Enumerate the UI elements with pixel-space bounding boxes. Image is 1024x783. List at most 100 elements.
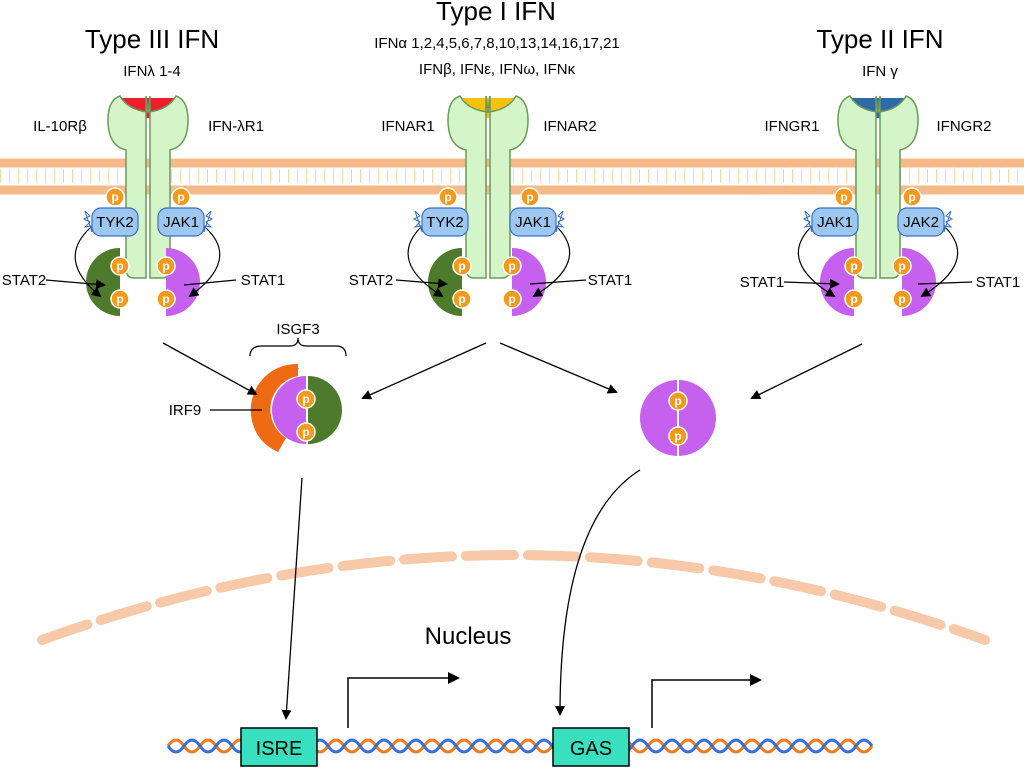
receptor-label-right: IFN-λR1 xyxy=(208,118,264,135)
phospho-label: p xyxy=(302,425,309,439)
receptor-complex-type1: IFNAR1 IFNAR2 TYK2 JAK1 p p p p p p STAT… xyxy=(349,95,632,316)
svg-text:p: p xyxy=(898,292,905,306)
kinase-right xyxy=(897,207,945,237)
svg-text:p: p xyxy=(458,292,465,306)
svg-text:p: p xyxy=(177,190,184,204)
phospho-label: p xyxy=(674,394,681,408)
receptor-label-right: IFNAR2 xyxy=(543,118,596,135)
phospho-label: p xyxy=(302,392,309,406)
svg-text:p: p xyxy=(444,190,451,204)
phosphorylation-arc-right xyxy=(532,227,571,298)
phosphorylation-arc-right xyxy=(188,227,221,298)
kinase-label-left: TYK2 xyxy=(96,214,134,231)
isgf3-label: ISGF3 xyxy=(276,321,319,338)
svg-text:p: p xyxy=(840,190,847,204)
stat1-homodimer: p p xyxy=(640,380,716,456)
stat-pointer-left xyxy=(783,278,840,289)
phospho-label: p xyxy=(674,429,681,443)
phosphorylation-arc-left xyxy=(797,227,836,298)
stat-label-right: STAT1 xyxy=(241,272,285,289)
transcription-arrow-gas xyxy=(651,674,762,728)
svg-text:p: p xyxy=(898,259,905,273)
isgf3-complex: ISGF3 p p IRF9 xyxy=(169,321,347,452)
irf9-shape xyxy=(250,363,298,452)
stat-label-left: STAT2 xyxy=(349,272,393,289)
receptor-label-right: IFNGR2 xyxy=(936,118,991,135)
phospho-group: p p p p p p xyxy=(834,187,922,309)
receptor-label-left: IL-10Rβ xyxy=(33,118,87,135)
gas-box xyxy=(552,727,630,767)
phosphorylation-arc-right xyxy=(920,227,959,298)
subtitle-type1-alpha: IFNα 1,2,4,5,6,7,8,10,13,14,16,17,21 xyxy=(374,35,620,52)
title-type2: Type II IFN xyxy=(816,24,943,54)
kinase-label-right: JAK2 xyxy=(903,214,939,231)
activation-burst-left xyxy=(82,210,93,233)
irf9-label: IRF9 xyxy=(169,402,202,419)
receptor-label-left: IFNAR1 xyxy=(381,118,434,135)
receptor-complex-type3: IL-10Rβ IFN-λR1 TYK2 JAK1 p p p p p p xyxy=(2,95,285,316)
stat-pointer-left xyxy=(395,278,448,289)
svg-text:p: p xyxy=(508,259,515,273)
receptor-chain-left xyxy=(447,95,489,279)
activation-burst-left xyxy=(802,210,813,233)
svg-text:p: p xyxy=(116,259,123,273)
gas-label: GAS xyxy=(570,738,612,760)
stat-pointer-right xyxy=(917,281,973,285)
activation-burst-right xyxy=(943,210,954,233)
pathway-arrows xyxy=(162,342,863,720)
receptor-chain-left xyxy=(837,95,879,279)
kinase-right xyxy=(157,207,205,237)
title-type3: Type III IFN xyxy=(85,24,219,54)
transcription-arrow-isre xyxy=(347,672,460,728)
receptor-chain-right xyxy=(877,95,919,279)
stat-pointer-right xyxy=(529,279,587,285)
svg-text:p: p xyxy=(162,259,169,273)
isgf3-bracket xyxy=(249,337,347,357)
svg-text:p: p xyxy=(111,190,118,204)
svg-text:p: p xyxy=(458,259,465,273)
phospho-group: p p p p p p xyxy=(438,187,540,309)
phosphorylation-arc-left xyxy=(74,227,102,298)
kinase-label-left: JAK1 xyxy=(817,214,853,231)
stat-pointer-right xyxy=(183,279,237,286)
svg-text:p: p xyxy=(508,292,515,306)
svg-text:p: p xyxy=(162,292,169,306)
subtitle-type3: IFNλ 1-4 xyxy=(123,63,181,80)
stat-label-left: STAT2 xyxy=(2,272,46,289)
subtitle-type1-other: IFNβ, IFNε, IFNω, IFNκ xyxy=(419,61,576,78)
activation-burst-right xyxy=(555,210,566,233)
svg-text:p: p xyxy=(116,292,123,306)
phospho-group: p p p p p p xyxy=(105,187,191,309)
receptor-label-left: IFNGR1 xyxy=(764,118,819,135)
stat-label-right: STAT1 xyxy=(976,274,1020,291)
svg-text:p: p xyxy=(908,190,915,204)
kinase-left xyxy=(91,207,139,237)
receptor-chain-left xyxy=(107,95,149,279)
svg-text:p: p xyxy=(850,292,857,306)
stat-pointer-left xyxy=(45,279,106,290)
isgf3-stat1 xyxy=(272,376,306,444)
nucleus-label: Nucleus xyxy=(425,623,512,650)
activation-burst-left xyxy=(412,210,423,233)
kinase-label-right: JAK1 xyxy=(163,214,199,231)
subtitle-type2: IFN γ xyxy=(862,63,898,80)
kinase-label-right: JAK1 xyxy=(515,214,551,231)
svg-text:p: p xyxy=(850,259,857,273)
title-type1: Type I IFN xyxy=(436,0,556,26)
isre-box xyxy=(240,727,318,767)
phosphorylation-arc-left xyxy=(407,227,444,298)
activation-burst-right xyxy=(203,210,214,233)
receptor-complex-type2: IFNGR1 IFNGR2 JAK1 JAK2 p p p p p p STAT… xyxy=(740,95,1020,316)
kinase-left xyxy=(811,207,859,237)
nuclear-envelope xyxy=(37,550,990,645)
isre-label: ISRE xyxy=(256,738,303,760)
kinase-label-left: TYK2 xyxy=(426,214,464,231)
stat-label-right: STAT1 xyxy=(588,272,632,289)
isgf3-stat2 xyxy=(308,376,342,444)
kinase-left xyxy=(421,207,469,237)
receptor-chain-right xyxy=(487,95,529,279)
stat-label-left: STAT1 xyxy=(740,274,784,291)
kinase-right xyxy=(509,207,557,237)
